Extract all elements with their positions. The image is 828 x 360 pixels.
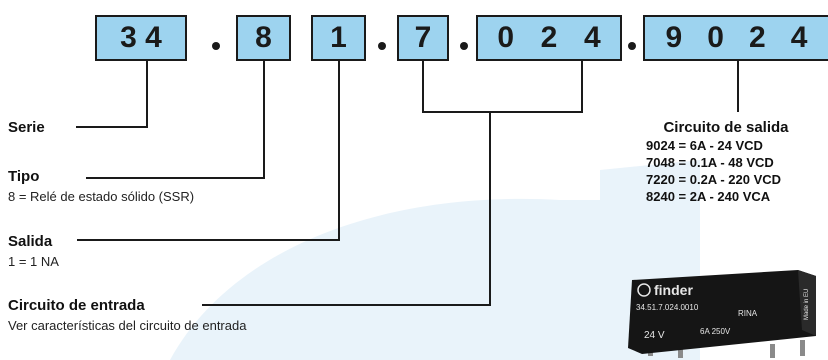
connector-serie	[76, 61, 148, 128]
label-entrada: Circuito de entrada Ver características …	[8, 297, 246, 334]
code-box-text: 4	[583, 21, 601, 54]
code-box-salida: 1	[311, 15, 366, 61]
code-box-text: 1	[330, 21, 347, 54]
label-salida: Salida 1 = 1 NA	[8, 233, 59, 270]
label-entrada-title: Circuito de entrada	[8, 297, 145, 314]
code-box-text: 3 4	[120, 21, 162, 54]
label-salida-title: Salida	[8, 233, 53, 250]
code-box-serie: 3 4	[95, 15, 187, 61]
label-tipo: Tipo 8 = Relé de estado sólido (SSR)	[8, 168, 194, 205]
code-box-text: 0	[707, 21, 724, 54]
separator-dot	[460, 42, 468, 50]
connector-entrada-down	[202, 112, 491, 306]
code-box-output: 9 0 2 4	[643, 15, 828, 61]
label-tipo-title: Tipo	[8, 168, 40, 185]
relay-rating: 6A 250V	[700, 327, 731, 336]
code-box-text: 8	[255, 21, 272, 54]
label-serie-title: Serie	[8, 119, 45, 136]
connector-tipo	[86, 61, 265, 179]
code-box-entrada-2: 0 2 4	[476, 15, 622, 61]
relay-model: 34.51.7.024.0010	[636, 303, 699, 312]
relay-image: finder 34.51.7.024.0010 24 V 6A 250V RIN…	[628, 270, 816, 358]
relay-voltage: 24 V	[644, 330, 665, 341]
output-circuit-title: Circuito de salida	[663, 119, 789, 136]
label-entrada-desc: Ver características del circuito de entr…	[8, 318, 247, 333]
code-box-text: 7	[414, 21, 432, 54]
connector-salida	[77, 61, 340, 241]
output-option: 7220 = 0.2A - 220 VCD	[646, 172, 782, 187]
output-option: 9024 = 6A - 24 VCD	[646, 138, 763, 153]
separator-dot	[628, 42, 636, 50]
code-box-text: 0	[497, 21, 514, 54]
separator-dot	[378, 42, 386, 50]
output-circuit: Circuito de salida 9024 = 6A - 24 VCD 70…	[646, 119, 826, 205]
output-option: 8240 = 2A - 240 VCA	[646, 189, 771, 204]
code-box-tipo: 8	[236, 15, 291, 61]
separator-dot	[212, 42, 220, 50]
code-box-text: 2	[540, 21, 558, 54]
relay-cert: RINA	[738, 309, 758, 318]
code-box-entrada-1: 7	[397, 15, 449, 61]
label-tipo-desc: 8 = Relé de estado sólido (SSR)	[8, 189, 195, 204]
label-salida-desc: 1 = 1 NA	[8, 254, 59, 269]
code-box-text: 2	[749, 21, 766, 54]
relay-origin: Made in EU	[804, 289, 810, 320]
output-option: 7048 = 0.1A - 48 VCD	[646, 155, 774, 170]
code-box-text: 9	[665, 21, 683, 54]
connector-entrada	[422, 61, 583, 113]
code-box-text: 4	[790, 21, 808, 54]
label-serie: Serie	[8, 119, 45, 137]
relay-brand: finder	[654, 282, 693, 298]
